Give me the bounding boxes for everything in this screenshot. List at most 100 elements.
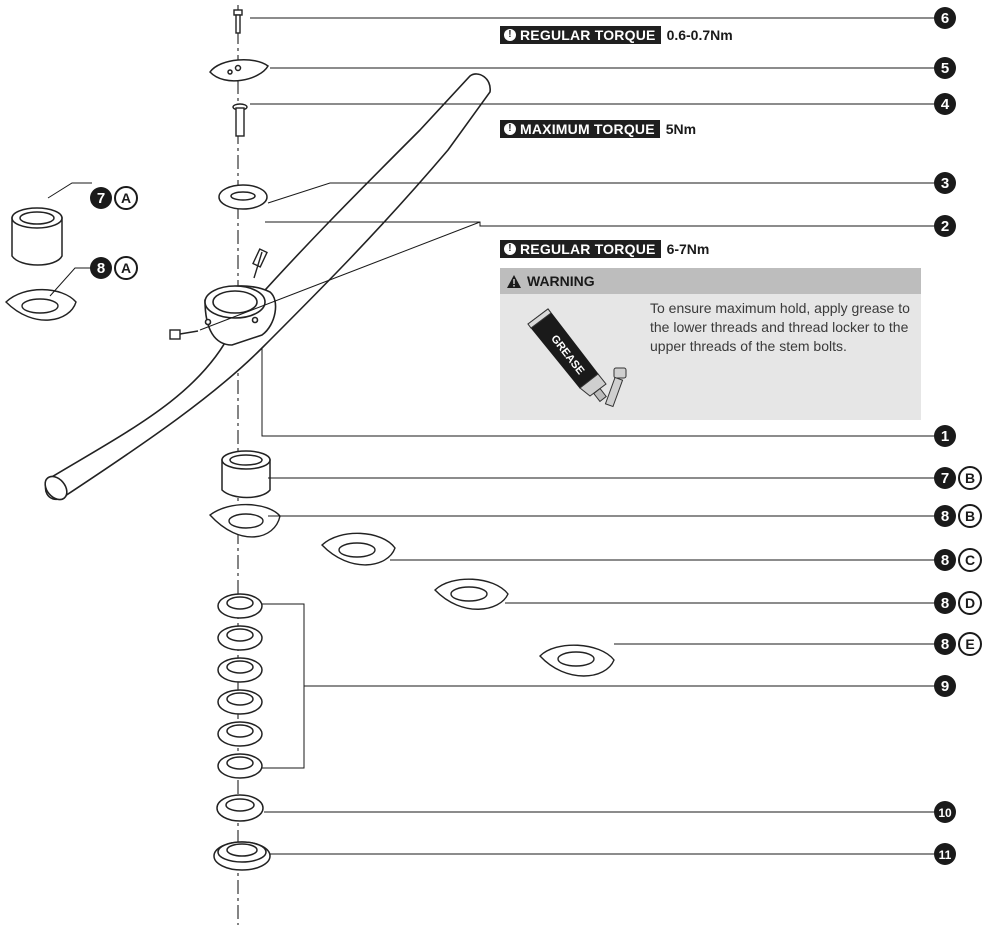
callout-number-badge <box>90 257 112 279</box>
callout-letter-badge <box>958 632 982 656</box>
exclamation-icon: ! <box>504 29 516 41</box>
callout-number: 4 <box>941 96 950 113</box>
callout-number: 10 <box>938 806 952 820</box>
torque-note-compression-bolt: ! MAXIMUM TORQUE 5Nm <box>500 120 696 138</box>
callout-letter-badge <box>114 186 138 210</box>
callout-number: 7 <box>941 470 949 487</box>
compression-bolt <box>232 103 248 137</box>
callout-letter-badge <box>958 548 982 572</box>
callout-letter-badge <box>958 504 982 528</box>
callout-number-badge <box>934 505 956 527</box>
angled-spacer-a <box>4 288 77 321</box>
callout-number: 3 <box>941 175 949 192</box>
callout-6: 6 <box>934 7 956 29</box>
callout-number: 8 <box>941 552 949 569</box>
callout-number: 2 <box>941 218 949 235</box>
callout-number: 8 <box>941 636 949 653</box>
callout-number: 5 <box>941 60 949 77</box>
callout-5: 5 <box>934 57 956 79</box>
warning-text: To ensure maximum hold, apply grease to … <box>650 300 910 354</box>
callout-4: 4 <box>934 93 956 115</box>
warning-header: WARNING <box>500 268 921 294</box>
callout-number-badge <box>934 425 956 447</box>
callout-letter: A <box>121 190 131 206</box>
callout-number-badge <box>934 633 956 655</box>
callout-number: 9 <box>941 678 949 695</box>
spacer-10 <box>216 794 264 822</box>
torque-label: REGULAR TORQUE <box>520 27 656 43</box>
callout-number: 8 <box>941 595 949 612</box>
torque-value: 5Nm <box>665 121 697 137</box>
callout-letter: B <box>965 470 975 486</box>
handlebar <box>44 73 491 501</box>
angled-spacer-b <box>208 503 281 538</box>
callout-number: 11 <box>939 848 952 862</box>
callout-number: 6 <box>941 10 949 27</box>
exclamation-icon: ! <box>504 243 516 255</box>
callout-number-badge <box>934 57 956 79</box>
angled-spacer-c <box>321 532 396 566</box>
callout-number-badge <box>934 7 956 29</box>
bearing-cover <box>213 841 271 871</box>
callout-letter-badge <box>114 256 138 280</box>
callout-number-badge <box>934 467 956 489</box>
callout-number-badge <box>934 843 956 865</box>
torque-value: 6-7Nm <box>666 241 710 257</box>
callout-9: 9 <box>934 675 956 697</box>
spacer-cup-a <box>11 207 63 266</box>
spacer-cup-b <box>221 450 271 499</box>
torque-value: 0.6-0.7Nm <box>666 27 733 43</box>
top-spacer <box>218 184 268 210</box>
callout-letter-badge <box>958 466 982 490</box>
cap-bolt <box>233 9 243 34</box>
callout-number-badge <box>934 801 956 823</box>
flat-spacers <box>217 593 263 779</box>
exclamation-icon: ! <box>504 123 516 135</box>
callout-letter: B <box>965 508 975 524</box>
callout-number-badge <box>934 675 956 697</box>
top-cap <box>209 59 269 82</box>
callout-1: 1 <box>934 425 956 447</box>
callout-number: 8 <box>941 508 949 525</box>
callout-2: 2 <box>934 215 956 237</box>
leader-lines <box>47 17 934 855</box>
stem <box>204 285 277 346</box>
grease-tube-illustration: GREASE <box>527 308 627 408</box>
callout-number: 7 <box>97 190 105 207</box>
angled-spacer-d <box>434 578 509 610</box>
callout-10: 10 <box>934 801 956 823</box>
callout-11: 11 <box>934 843 956 865</box>
callout-letter: E <box>965 636 974 652</box>
callout-number-badge <box>934 592 956 614</box>
callout-number-badge <box>934 215 956 237</box>
torque-label: MAXIMUM TORQUE <box>520 121 655 137</box>
warning-title: WARNING <box>527 273 595 289</box>
callout-letter: D <box>965 595 975 611</box>
callout-number-badge <box>934 93 956 115</box>
callout-letter-badge <box>958 591 982 615</box>
callout-number-badge <box>934 172 956 194</box>
torque-note-stem-bolts: ! REGULAR TORQUE 6-7Nm <box>500 240 709 258</box>
callout-3: 3 <box>934 172 956 194</box>
stem-bolts <box>169 248 268 340</box>
callout-number: 1 <box>941 428 949 445</box>
callout-number: 8 <box>97 260 105 277</box>
torque-note-cap-bolt: ! REGULAR TORQUE 0.6-0.7Nm <box>500 26 733 44</box>
angled-spacer-e <box>539 644 615 677</box>
callout-letter: A <box>121 260 131 276</box>
callout-letter: C <box>965 552 975 568</box>
torque-label: REGULAR TORQUE <box>520 241 656 257</box>
callout-number-badge <box>934 549 956 571</box>
warning-box: WARNING GREASE To ensure maximum hold, a… <box>500 268 921 420</box>
warning-triangle-icon <box>507 274 521 288</box>
callout-number-badge <box>90 187 112 209</box>
